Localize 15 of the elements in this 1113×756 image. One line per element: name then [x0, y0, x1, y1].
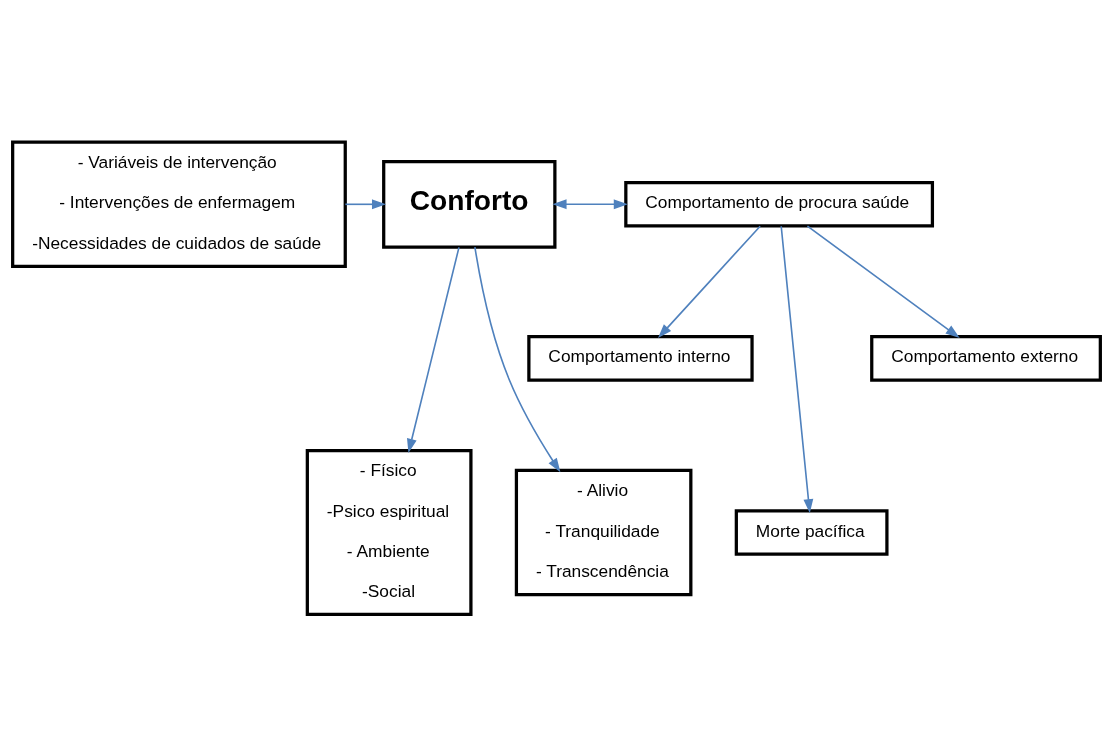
node-box: - Alivio - Tranquilidade - Transcendência — [514, 468, 693, 596]
arrow — [407, 246, 460, 453]
arrow — [658, 224, 761, 338]
node-box: Morte pacífica — [734, 508, 889, 556]
arrow — [552, 198, 628, 209]
arrow — [474, 245, 561, 472]
node-box: - Físico -Psico espiritual - Ambiente -Social — [305, 448, 473, 616]
node-box: - Variáveis de intervenção - Intervenções de enfermagem -Necessidades de cuidados de saúde — [11, 140, 347, 268]
arrow — [780, 224, 814, 513]
node-box: Comportamento de procura saúde — [624, 180, 935, 228]
node-box: Comportamento interno — [527, 334, 754, 382]
node-box: Comportamento externo — [870, 334, 1102, 382]
arrow — [344, 198, 387, 209]
node-box: Conforto — [382, 159, 557, 249]
arrow — [806, 224, 960, 338]
